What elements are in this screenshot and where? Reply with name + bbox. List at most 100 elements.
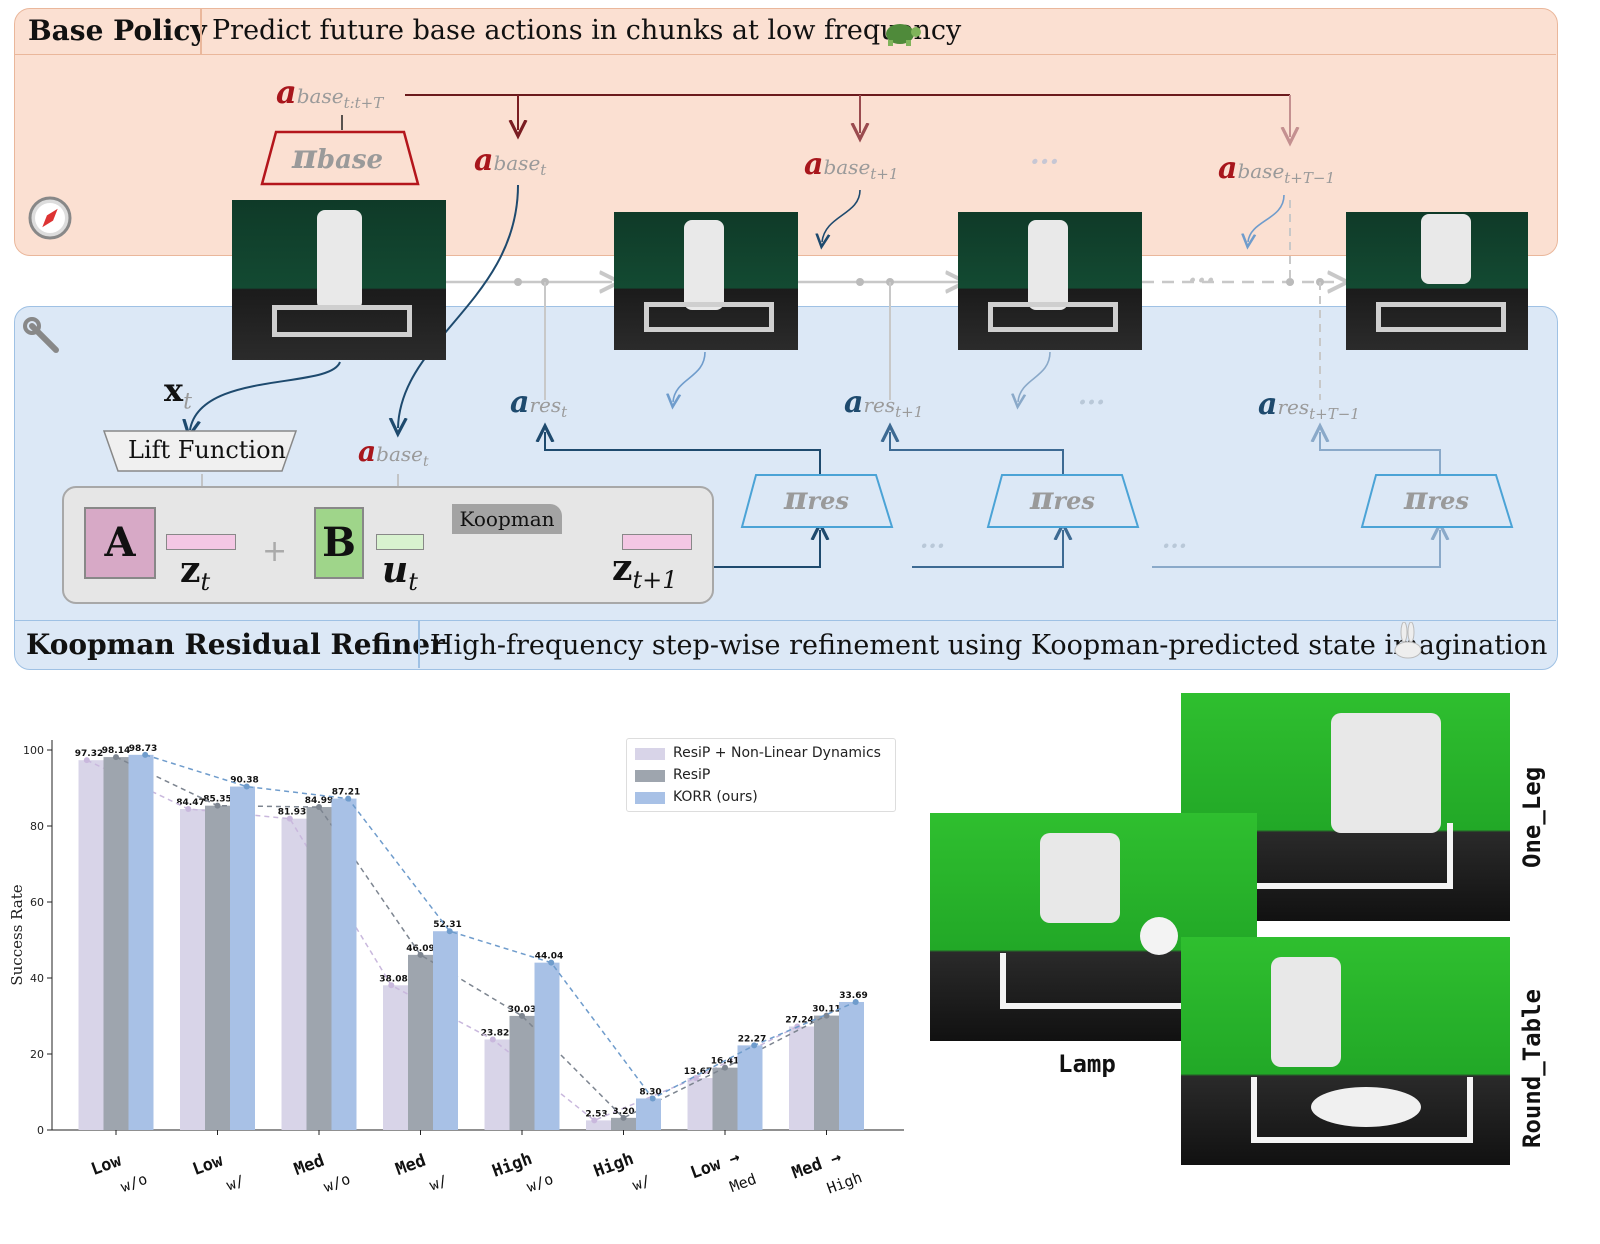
trend-point [388,982,395,989]
bar-value-label: 52.31 [433,920,461,930]
policy-ellipsis-1: ··· [920,531,946,560]
trend-point [692,1075,699,1082]
trend-point [185,806,192,813]
bar [180,809,205,1130]
residual-policy-3 [1360,474,1514,528]
bar [814,1015,839,1130]
x-tick-label-line: w/o [321,1170,353,1196]
plus-sign: + [262,534,288,569]
koopman-title: Koopman Residual Refiner [26,628,445,661]
x-tick-label: Med →High [789,1143,864,1207]
u-t-vector [376,534,424,550]
policy-ellipsis-2: ··· [1162,531,1188,560]
trend-point [489,1036,496,1043]
bar-value-label: 84.47 [176,798,204,808]
bar-value-label: 98.14 [102,746,130,756]
bar-value-label: 27.24 [785,1015,813,1025]
y-axis-label: Success Rate [8,884,26,985]
x-tick-label-line: Low [190,1150,226,1180]
trend-point [243,783,250,790]
base-chunk-label: abaset:t+T [276,73,384,112]
legend-label-korr: KORR (ours) [673,789,758,805]
legend-label-resip-nonlinear: ResiP + Non-Linear Dynamics [673,745,881,761]
trend-point [142,751,149,758]
x-tick-label: Medw/ [393,1146,450,1203]
matrix-b: B [314,507,364,579]
bar-value-label: 87.21 [332,788,360,798]
sim-frame-tT [1346,212,1528,350]
bar [128,754,154,1130]
y-tick-label: 0 [37,1124,44,1137]
bar [484,1039,510,1130]
sim-frame-t [232,200,446,360]
bar [408,954,433,1130]
frame-ellipsis: ··· [1188,266,1216,296]
rabbit-icon [1394,622,1422,659]
bar [230,786,255,1130]
bar-value-label: 3.20 [612,1107,634,1117]
bar [331,798,357,1130]
bar [383,985,408,1130]
bar [789,1026,814,1130]
bar-value-label: 44.04 [535,952,563,962]
y-tick-label: 40 [30,972,44,985]
compass-icon [28,196,72,240]
matrix-a: A [84,507,156,579]
bar [509,1015,535,1130]
x-tick-label-line: Med [291,1151,327,1180]
x-tick-label: Medw/o [291,1144,352,1203]
lift-function-label: Lift Function [128,436,287,464]
x-tick-label: Loww/ [190,1146,247,1203]
bar-value-label: 30.03 [508,1005,536,1015]
label-round-table: Round_Table [1518,989,1546,1148]
trend-point [83,757,90,764]
residual-policy-1 [740,474,894,528]
base-action-t: abaset [474,143,547,179]
x-tick-label-line: Low [88,1150,124,1180]
x-tick-label: Highw/ [591,1146,653,1205]
base-policy-network [260,130,420,186]
koopman-base-action: abaset [358,435,429,470]
x-tick-label-line: w/ [427,1171,450,1194]
u-t-label: ut [382,549,418,597]
res-action-tT: arest+T−1 [1258,387,1360,423]
bar [534,962,560,1130]
trend-point [286,815,293,822]
z-next-vector [622,534,692,550]
bar [586,1120,611,1130]
koopman-description: High-frequency step-wise refinement usin… [430,630,1548,661]
bar-value-label: 97.32 [75,749,103,759]
residual-policy-1-label: πres [784,479,849,517]
y-tick-label: 80 [30,820,44,833]
bar-value-label: 84.99 [305,796,333,806]
base-ellipsis: ··· [1030,145,1060,178]
koopman-header-divider [418,620,420,668]
trend-point [751,1042,758,1049]
y-tick-label: 20 [30,1048,44,1061]
wrench-icon [23,317,59,353]
bar-value-label: 90.38 [230,776,258,786]
state-xt: xt [164,371,192,415]
turtle-icon [886,24,921,46]
x-tick-label-line: w/o [118,1170,150,1196]
legend-swatch-resip [635,770,665,782]
bar-value-label: 33.69 [839,991,867,1001]
bar-value-label: 30.11 [812,1005,840,1015]
bar-value-label: 38.08 [379,974,407,984]
x-tick-label: Highw/o [490,1144,556,1205]
y-tick-label: 60 [30,896,44,909]
residual-policy-3-label: πres [1404,479,1469,517]
y-tick-label: 100 [23,744,44,757]
base-policy-title: Base Policy [28,14,207,47]
trend-point [519,1012,525,1019]
res-action-t1: arest+1 [844,385,924,421]
bar-value-label: 98.73 [129,744,157,754]
x-tick-label-line: High [824,1168,864,1197]
trend-point [417,951,424,958]
bar [103,757,129,1130]
bar-value-label: 8.30 [639,1087,661,1097]
trend-point [722,1064,728,1071]
z-next-label: zt+1 [612,547,678,595]
lift-function-box [102,430,298,472]
